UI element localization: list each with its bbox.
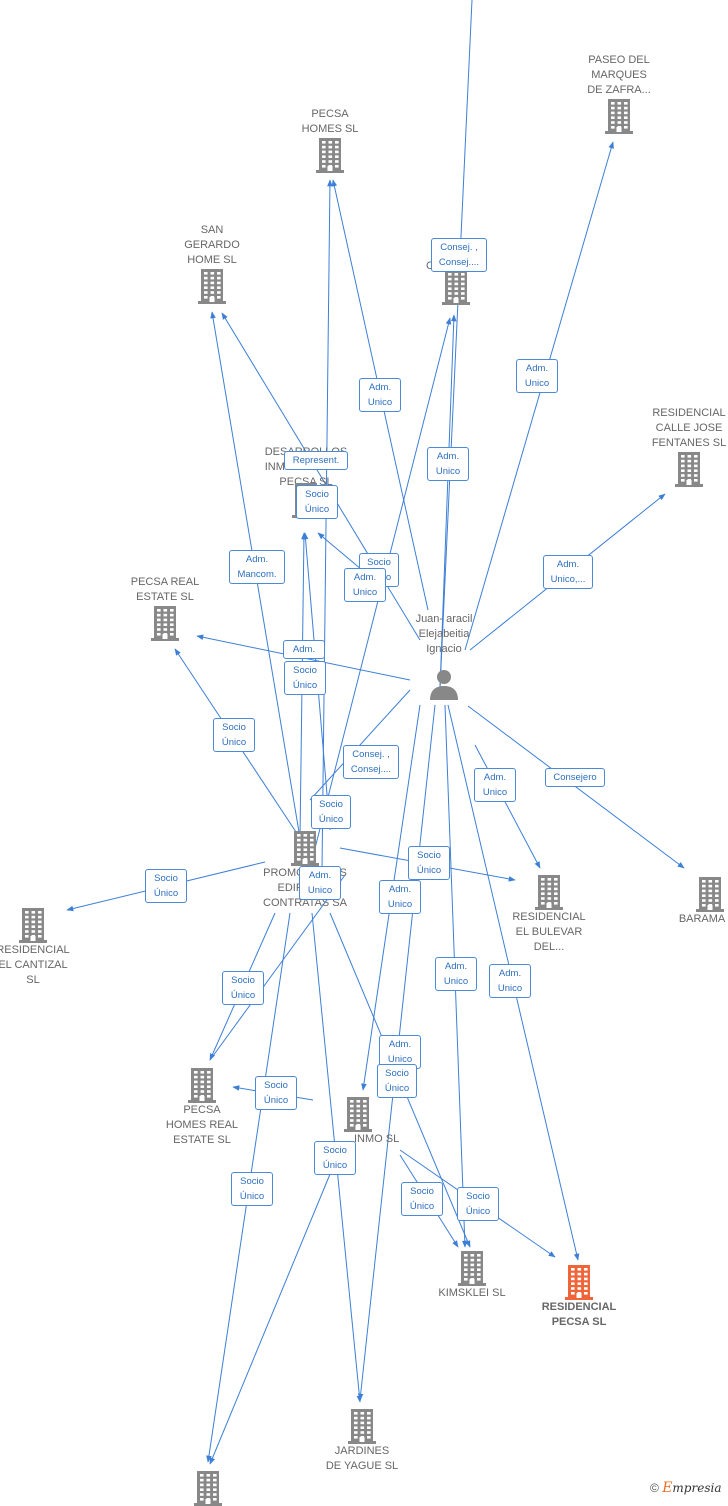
- edge-label[interactable]: Socio Único: [408, 846, 450, 880]
- company-node-san-gerardo[interactable]: SAN GERARDO HOME SL: [166, 223, 258, 304]
- company-node-pecsa-real[interactable]: PECSA REAL ESTATE SL: [119, 575, 211, 641]
- building-icon: [348, 1408, 376, 1444]
- edge-label[interactable]: Consejero: [545, 768, 605, 787]
- company-node-kimsklei[interactable]: KIMSKLEI SL: [426, 1250, 518, 1301]
- edge-line: [467, 705, 685, 869]
- building-icon: [291, 830, 319, 866]
- building-icon: [19, 907, 47, 943]
- company-node-bottom[interactable]: [162, 1470, 254, 1506]
- edge-label[interactable]: Socio Único: [145, 869, 187, 903]
- edge-label[interactable]: Adm. Unico: [489, 964, 531, 998]
- edge-label[interactable]: Socio Único: [314, 1141, 356, 1175]
- edge-label[interactable]: Adm. Unico: [516, 359, 558, 393]
- edge-label[interactable]: Consej. , Consej....: [431, 238, 487, 272]
- company-node-res-cantizal[interactable]: RESIDENCIAL EL CANTIZAL SL: [0, 907, 80, 988]
- edge-line: [209, 1149, 341, 1465]
- edge-label[interactable]: Adm. Mancom.: [229, 550, 285, 584]
- edge-label[interactable]: Adm. Unico: [435, 957, 477, 991]
- building-icon-highlight: [565, 1264, 593, 1300]
- company-label: KIMSKLEI SL: [438, 1287, 506, 1299]
- company-node-res-bulevar[interactable]: RESIDENCIAL EL BULEVAR DEL...: [503, 874, 595, 955]
- edge-label[interactable]: Adm.: [283, 640, 325, 659]
- edge-label[interactable]: Socio Único: [231, 1172, 273, 1206]
- company-label: SAN GERARDO HOME SL: [184, 224, 240, 266]
- company-node-jardines[interactable]: JARDINES DE YAGUE SL: [316, 1408, 408, 1474]
- company-node-res-pecsa[interactable]: RESIDENCIAL PECSA SL: [533, 1264, 625, 1330]
- edge-line: [464, 141, 614, 651]
- person-node[interactable]: Juan- aracil Elejabeitia Ignacio: [399, 612, 489, 701]
- company-label: PECSA HOMES SL: [301, 108, 359, 135]
- company-label: PECSA HOMES REAL ESTATE SL: [165, 1104, 239, 1146]
- company-label: PASEO DEL MARQUES DE ZAFRA...: [587, 54, 651, 96]
- edge-label[interactable]: Socio Único: [222, 971, 264, 1005]
- company-node-paseo[interactable]: PASEO DEL MARQUES DE ZAFRA...: [573, 53, 665, 134]
- company-node-pecsa-homes-real[interactable]: PECSA HOMES REAL ESTATE SL: [156, 1067, 248, 1148]
- building-icon: [194, 1470, 222, 1506]
- edge-line: [474, 744, 541, 869]
- brand-name: mpresia: [672, 1481, 722, 1495]
- building-icon: [535, 874, 563, 910]
- edge-label[interactable]: Socio Único: [457, 1187, 499, 1221]
- edge-label[interactable]: Represent.: [284, 451, 348, 470]
- edge-line: [321, 179, 333, 871]
- company-node-top-c[interactable]: C: [418, 259, 494, 305]
- company-node-inmo[interactable]: INMO SL: [330, 1096, 422, 1147]
- edge-label[interactable]: Socio Único: [284, 661, 326, 695]
- edge-label[interactable]: Adm. Unico: [379, 880, 421, 914]
- edge-label[interactable]: Adm. Unico: [359, 378, 401, 412]
- edge-label[interactable]: Adm. Unico: [427, 447, 469, 481]
- building-icon: [458, 1250, 486, 1286]
- company-label: JARDINES DE YAGUE SL: [325, 1445, 399, 1472]
- brand-initial: E: [662, 1480, 673, 1496]
- company-node-pecsa-homes[interactable]: PECSA HOMES SL: [284, 107, 376, 173]
- building-icon: [605, 98, 633, 134]
- edge-line: [439, 314, 457, 689]
- company-label: BARAMA SL: [678, 913, 728, 925]
- company-label: RESIDENCIAL CALLE JOSE FENTANES SL: [651, 407, 727, 449]
- edge-label[interactable]: Adm. Unico: [344, 568, 386, 602]
- edge-label[interactable]: Adm. Unico: [299, 866, 341, 900]
- edge-line: [439, 0, 473, 689]
- building-icon: [442, 269, 470, 305]
- brand-watermark: © Empresia: [650, 1480, 721, 1496]
- person-name: Juan- aracil Elejabeitia Ignacio: [415, 613, 473, 655]
- building-icon: [198, 268, 226, 304]
- company-label: INMO SL: [354, 1133, 400, 1145]
- company-label: PECSA REAL ESTATE SL: [130, 576, 200, 603]
- copyright-symbol: ©: [650, 1481, 659, 1495]
- company-label: C: [426, 260, 434, 272]
- building-icon: [696, 876, 724, 912]
- company-label: RESIDENCIAL EL CANTIZAL SL: [0, 944, 70, 986]
- company-node-barama[interactable]: BARAMA SL: [666, 876, 728, 927]
- edge-label[interactable]: Socio Único: [296, 485, 338, 519]
- edge-label[interactable]: Adm. Unico,...: [543, 555, 593, 589]
- edge-label[interactable]: Consej. , Consej....: [343, 745, 399, 779]
- edge-label[interactable]: Socio Único: [377, 1064, 417, 1098]
- edge-label[interactable]: Socio Único: [255, 1076, 297, 1110]
- company-label: RESIDENCIAL PECSA SL: [541, 1301, 617, 1328]
- edge-label[interactable]: Socio Único: [311, 795, 351, 829]
- person-icon: [430, 670, 458, 700]
- building-icon: [675, 451, 703, 487]
- building-icon: [344, 1096, 372, 1132]
- company-node-res-calle[interactable]: RESIDENCIAL CALLE JOSE FENTANES SL: [640, 406, 728, 487]
- edge-label[interactable]: Socio Único: [213, 718, 255, 752]
- building-icon: [188, 1067, 216, 1103]
- building-icon: [316, 137, 344, 173]
- company-label: RESIDENCIAL EL BULEVAR DEL...: [512, 911, 586, 953]
- edge-line: [209, 874, 346, 1061]
- edge-label[interactable]: Adm. Unico: [474, 768, 516, 802]
- building-icon: [151, 605, 179, 641]
- edge-label[interactable]: Socio Único: [401, 1182, 443, 1216]
